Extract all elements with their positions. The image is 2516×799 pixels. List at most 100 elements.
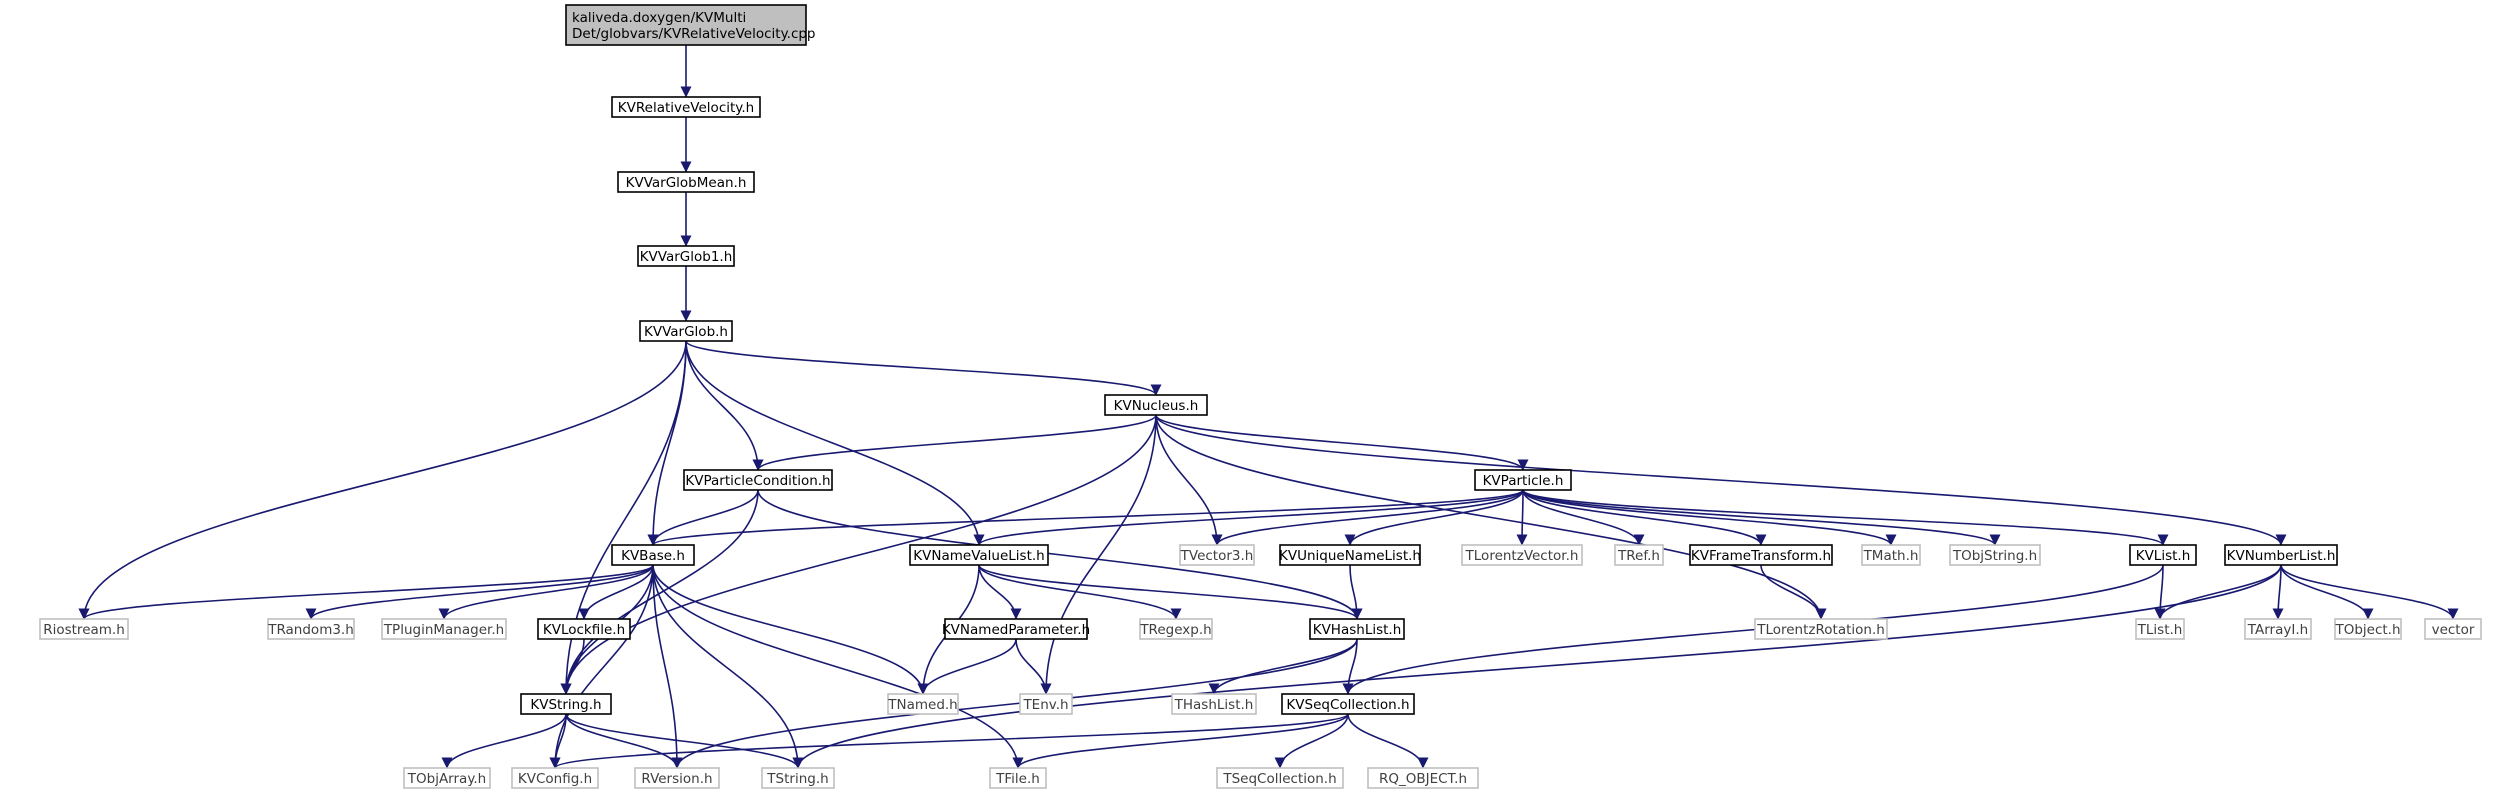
node-box — [1861, 544, 1921, 566]
node-kvlist[interactable]: KVList.h — [2129, 544, 2197, 566]
edge-kvnucleus-to-kvparticle-condition — [752, 414, 1157, 471]
node-label: KVSeqCollection.h — [1286, 697, 1409, 713]
node-kvlockfile[interactable]: KVLockfile.h — [537, 618, 631, 640]
node-box — [761, 767, 835, 789]
edge-kvparticle-condition-to-kvhash-list — [757, 489, 1363, 620]
node-label: KVString.h — [530, 697, 601, 713]
node-kvunique-name-list[interactable]: KVUniqueNameList.h — [1279, 544, 1421, 566]
node-kvparticle[interactable]: KVParticle.h — [1474, 469, 1572, 491]
edge-kvhash-list-to-thash-list — [1208, 638, 1358, 695]
node-kvhash-list[interactable]: KVHashList.h — [1309, 618, 1405, 640]
node-box — [617, 171, 755, 193]
node-kvnucleus[interactable]: KVNucleus.h — [1104, 394, 1208, 416]
edge-kvvar-glob-to-kvname-value-list — [685, 340, 985, 546]
node-tarray-i: TArrayI.h — [2244, 618, 2312, 640]
node-kvvar-glob-mean[interactable]: KVVarGlobMean.h — [617, 171, 755, 193]
edge-kvparticle-to-tobj-string — [1522, 489, 2001, 546]
edge-kvnumber-list-to-tlist — [2154, 564, 2282, 620]
node-tref: TRef.h — [1614, 544, 1664, 566]
node-box — [639, 320, 733, 342]
node-box — [565, 4, 807, 46]
node-label: kaliveda.doxygen/KVMulti — [572, 10, 746, 26]
node-tvector3: TVector3.h — [1179, 544, 1255, 566]
node-label: RQ_OBJECT.h — [1379, 771, 1467, 787]
node-box — [637, 245, 735, 267]
node-kvseq-collection[interactable]: KVSeqCollection.h — [1281, 693, 1415, 715]
node-box — [2129, 544, 2197, 566]
node-tlorentz-vector: TLorentzVector.h — [1461, 544, 1583, 566]
edge-kvbase-to-kvlockfile — [578, 564, 654, 620]
node-tregexp: TRegexp.h — [1139, 618, 1213, 640]
edge-kvparticle-to-kvbase — [647, 489, 1524, 546]
node-kvstring[interactable]: KVString.h — [520, 693, 612, 715]
edge-kvnamed-parameter-to-tnamed — [917, 638, 1017, 695]
node-label: TObject.h — [2334, 622, 2400, 638]
edge-kvnucleus-to-tenv — [1040, 414, 1157, 695]
edge-kvvar-glob-to-kvparticle-condition — [685, 340, 764, 471]
node-kvname-value-list[interactable]: KVNameValueList.h — [909, 544, 1049, 566]
node-kvbase[interactable]: KVBase.h — [611, 544, 695, 566]
node-box — [634, 767, 720, 789]
node-label: TVector3.h — [1180, 548, 1254, 564]
edge-kvbase-to-tfile — [652, 564, 1024, 769]
node-box — [381, 618, 507, 640]
node-box — [1179, 544, 1255, 566]
node-box — [989, 767, 1047, 789]
node-vector: vector — [2424, 618, 2482, 640]
node-box — [2424, 618, 2482, 640]
node-box — [2224, 544, 2338, 566]
node-label: TString.h — [766, 771, 828, 787]
node-kvvar-glob[interactable]: KVVarGlob.h — [639, 320, 733, 342]
node-label: KVVarGlobMean.h — [626, 175, 747, 191]
node-kvframe-transform[interactable]: KVFrameTransform.h — [1689, 544, 1833, 566]
edge-kvnucleus-to-tvector3 — [1155, 414, 1223, 546]
node-tseq-collection: TSeqCollection.h — [1216, 767, 1344, 789]
edge-kvnucleus-to-kvstring — [560, 414, 1157, 695]
edge-kvname-value-list-to-tregexp — [978, 564, 1182, 620]
edge-kvframe-transform-to-tlorentz-rotation — [1760, 564, 1827, 620]
file-nodes: kaliveda.doxygen/KVMultiDet/globvars/KVR… — [39, 4, 2482, 789]
edge-kvbase-to-trandom3 — [305, 564, 654, 620]
node-label: KVLockfile.h — [543, 622, 625, 638]
edge-kvnumber-list-to-tobject — [2280, 564, 2374, 620]
edge-kvnumber-list-to-tstring — [792, 564, 2282, 769]
node-tlorentz-rotation: TLorentzRotation.h — [1754, 618, 1888, 640]
node-kvnumber-list[interactable]: KVNumberList.h — [2224, 544, 2338, 566]
node-box — [1461, 544, 1583, 566]
edge-kvlist-to-tlist — [2154, 564, 2166, 620]
node-tobj-array: TObjArray.h — [403, 767, 491, 789]
edge-kvnumber-list-to-tarray-i — [2272, 564, 2284, 620]
node-box — [1281, 693, 1415, 715]
node-label: KVNamedParameter.h — [942, 622, 1090, 638]
node-root[interactable]: kaliveda.doxygen/KVMultiDet/globvars/KVR… — [565, 4, 816, 46]
node-kvparticle-condition[interactable]: KVParticleCondition.h — [683, 469, 833, 491]
node-kvconfig: KVConfig.h — [511, 767, 599, 789]
node-box — [2334, 618, 2402, 640]
node-box — [1171, 693, 1257, 715]
node-box — [1139, 618, 1213, 640]
node-box — [1949, 544, 2041, 566]
edge-kvnucleus-to-tlorentz-rotation — [1155, 414, 1827, 620]
node-box — [1614, 544, 1664, 566]
node-label: TEnv.h — [1022, 697, 1068, 713]
node-box — [1019, 693, 1073, 715]
node-label: TRef.h — [1617, 548, 1660, 564]
node-label: THashList.h — [1174, 697, 1254, 713]
node-label: vector — [2432, 622, 2475, 638]
edge-kvbase-to-riostream — [78, 564, 654, 620]
node-box — [2244, 618, 2312, 640]
node-box — [611, 96, 761, 118]
node-label: KVVarGlob.h — [644, 324, 728, 340]
node-kvrelative-velocity[interactable]: KVRelativeVelocity.h — [611, 96, 761, 118]
node-riostream: Riostream.h — [39, 618, 129, 640]
node-label: TFile.h — [995, 771, 1040, 787]
node-label: RVersion.h — [641, 771, 712, 787]
node-kvvar-glob1[interactable]: KVVarGlob1.h — [637, 245, 735, 267]
edge-kvvar-glob-to-kvnucleus — [685, 340, 1162, 396]
edge-kvvar-glob-to-riostream — [78, 340, 687, 620]
node-label: KVRelativeVelocity.h — [618, 100, 754, 116]
edge-kvparticle-to-kvname-value-list — [973, 489, 1524, 546]
node-kvnamed-parameter[interactable]: KVNamedParameter.h — [942, 618, 1090, 640]
node-label: TMath.h — [1863, 548, 1919, 564]
edge-kvlockfile-to-kvstring — [560, 638, 585, 695]
